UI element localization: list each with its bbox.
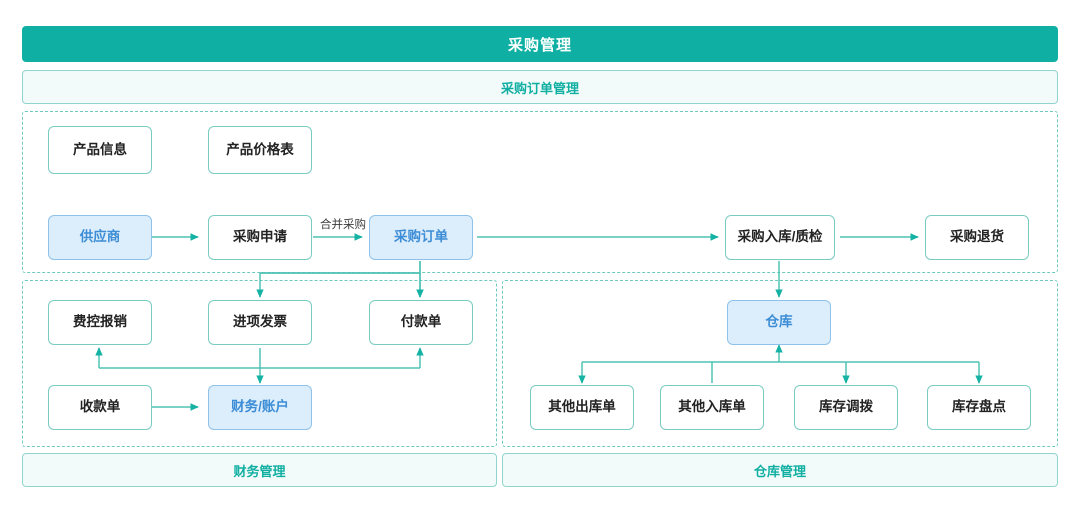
edge-label-merge-purchase: 合并采购 — [318, 216, 368, 232]
node-input-invoice[interactable]: 进项发票 — [208, 300, 312, 345]
group-warehouse — [502, 280, 1058, 447]
node-purchase-return[interactable]: 采购退货 — [925, 215, 1029, 260]
node-other-inbound[interactable]: 其他入库单 — [660, 385, 764, 430]
section-title-purchase-order: 采购订单管理 — [22, 70, 1058, 104]
node-warehouse[interactable]: 仓库 — [727, 300, 831, 345]
node-other-outbound[interactable]: 其他出库单 — [530, 385, 634, 430]
node-receipt-slip[interactable]: 收款单 — [48, 385, 152, 430]
node-purchase-request[interactable]: 采购申请 — [208, 215, 312, 260]
node-supplier[interactable]: 供应商 — [48, 215, 152, 260]
node-payment-slip[interactable]: 付款单 — [369, 300, 473, 345]
node-stock-transfer[interactable]: 库存调拨 — [794, 385, 898, 430]
page-title: 采购管理 — [22, 26, 1058, 62]
node-price-list[interactable]: 产品价格表 — [208, 126, 312, 174]
node-stock-count[interactable]: 库存盘点 — [927, 385, 1031, 430]
group-purchase-order — [22, 111, 1058, 273]
footer-label-warehouse: 仓库管理 — [502, 453, 1058, 487]
node-expense-claim[interactable]: 费控报销 — [48, 300, 152, 345]
node-inbound-qc[interactable]: 采购入库/质检 — [725, 215, 835, 260]
node-product-info[interactable]: 产品信息 — [48, 126, 152, 174]
footer-label-finance: 财务管理 — [22, 453, 497, 487]
node-purchase-order[interactable]: 采购订单 — [369, 215, 473, 260]
node-finance-account[interactable]: 财务/账户 — [208, 385, 312, 430]
